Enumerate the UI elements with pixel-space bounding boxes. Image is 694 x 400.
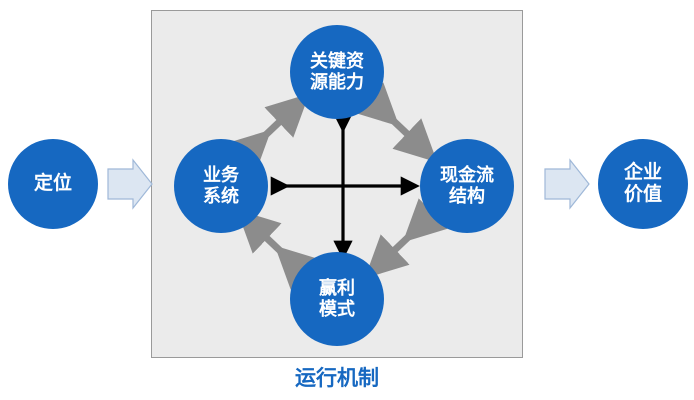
node-enterprise-value[interactable]: 企业 价值 xyxy=(598,139,688,229)
node-profit-line2: 模式 xyxy=(319,299,355,319)
diagram-caption: 运行机制 xyxy=(295,367,379,390)
node-define-line1: 定位 xyxy=(33,172,72,194)
arrow-resource-cashflow xyxy=(354,82,438,163)
node-resource-line2: 源能力 xyxy=(310,72,364,92)
arrow-cashflow-profit xyxy=(364,198,448,279)
node-profit[interactable]: 赢利 模式 xyxy=(290,252,384,346)
arrow-business-resource xyxy=(226,93,310,174)
node-resource-line1: 关键资 xyxy=(310,50,364,71)
arrow-define-to-panel xyxy=(107,158,153,210)
arrow-panel-to-value xyxy=(544,158,590,210)
node-resource[interactable]: 关键资 源能力 xyxy=(290,25,384,119)
node-define[interactable]: 定位 xyxy=(8,139,98,229)
node-cashflow-line2: 结构 xyxy=(449,186,485,206)
node-value-line1: 企业 xyxy=(623,161,662,183)
node-business-line2: 系统 xyxy=(203,186,239,206)
node-profit-line1: 赢利 xyxy=(319,277,355,298)
node-business[interactable]: 业务 系统 xyxy=(174,139,268,233)
arrow-profit-business xyxy=(236,209,320,290)
node-cashflow-line1: 现金流 xyxy=(440,164,494,185)
node-cashflow[interactable]: 现金流 结构 xyxy=(420,139,514,233)
node-business-line1: 业务 xyxy=(203,164,239,185)
node-value-line2: 价值 xyxy=(623,184,662,205)
